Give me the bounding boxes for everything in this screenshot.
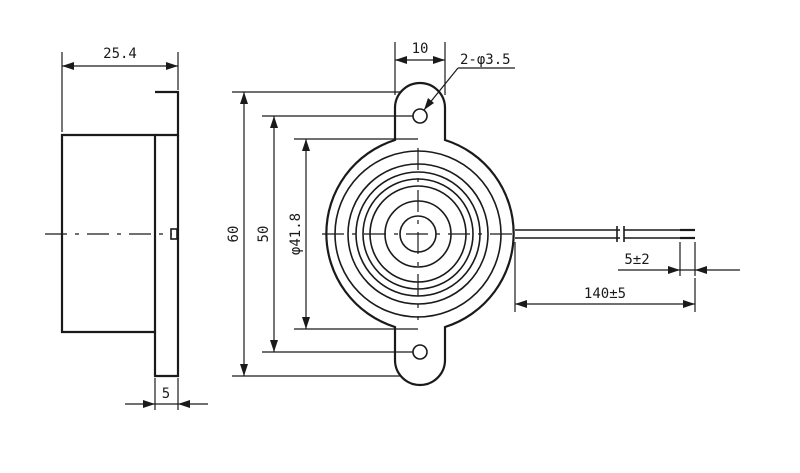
dim-arrow	[166, 62, 178, 70]
dim-body-depth-label: 25.4	[103, 46, 137, 62]
dim-arrow	[240, 364, 248, 376]
dim-arrow	[270, 340, 278, 352]
dim-mount-holes-label: 2-φ3.5	[460, 52, 511, 68]
dim-hole-spacing-label: 50	[256, 226, 272, 243]
dim-arrow	[433, 56, 445, 64]
mount-hole-top	[412, 108, 428, 124]
dim-flange-thickness-label: 5	[162, 386, 170, 402]
dim-arrow	[62, 62, 74, 70]
dim-overall-height-label: 60	[226, 226, 242, 243]
dim-arrow	[695, 266, 707, 274]
dim-arrow	[302, 317, 310, 329]
dim-lead-length-label: 140±5	[584, 286, 626, 302]
lead-break	[616, 226, 625, 242]
dim-arrow	[178, 400, 190, 408]
dim-flange-width-label: 10	[412, 41, 429, 57]
dim-arrow	[683, 300, 695, 308]
front-outline	[325, 81, 515, 387]
front-view: 10 2-φ3.5 60 50 φ41.8 5±2	[226, 41, 740, 387]
dim-arrow	[143, 400, 155, 408]
dim-arrow	[395, 56, 407, 64]
mount-hole-bottom	[412, 344, 428, 360]
dim-arrow	[302, 139, 310, 151]
dim-arrow	[270, 116, 278, 128]
dim-arrow	[668, 266, 680, 274]
dim-arrow	[515, 300, 527, 308]
side-view: 25.4 5	[45, 46, 208, 410]
side-flange-top	[155, 90, 180, 137]
dim-strip-length-label: 5±2	[624, 252, 649, 268]
side-flange-bottom	[153, 332, 180, 378]
dim-body-diameter-label: φ41.8	[288, 213, 304, 255]
dim-arrow	[424, 98, 434, 110]
dim-arrow	[240, 92, 248, 104]
